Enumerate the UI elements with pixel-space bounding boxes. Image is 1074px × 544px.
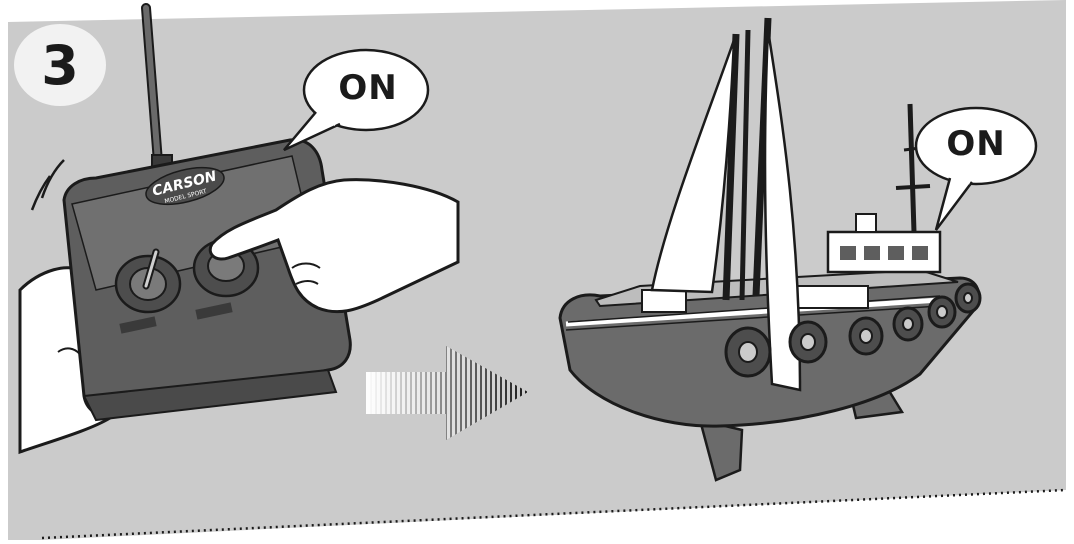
- boat-on-label: ON: [926, 124, 1026, 164]
- remote-on-label: ON: [318, 68, 418, 108]
- step-number: 3: [14, 24, 106, 106]
